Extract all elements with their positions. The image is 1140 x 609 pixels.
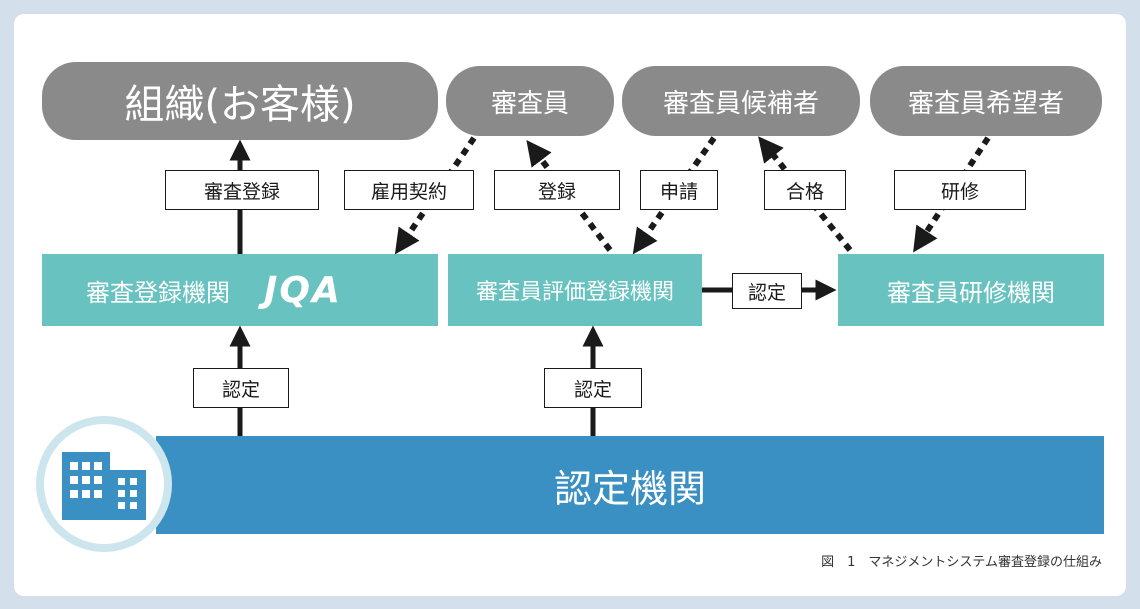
node-training-body: 審査員研修機関 — [838, 254, 1104, 326]
node-organization: 組織(お客様) — [42, 62, 438, 140]
jqa-logo: JQA — [264, 269, 342, 311]
arrow-employment-contract — [394, 136, 477, 255]
node-accreditation-body: 認定機関 — [156, 436, 1104, 534]
label-training: 研修 — [894, 170, 1026, 210]
label-pass: 合格 — [764, 170, 846, 210]
figure-caption: 図 1 マネジメントシステム審査登録の仕組み — [821, 555, 1102, 570]
node-registration-body: 審査登録機関 JQA — [42, 254, 438, 326]
node-auditor-candidate: 審査員候補者 — [622, 66, 860, 136]
label-certify-evaluation: 認定 — [544, 368, 642, 408]
label-certify-registration: 認定 — [193, 368, 289, 408]
node-auditor-applicant: 審査員希望者 — [870, 66, 1102, 136]
label-employment-contract: 雇用契約 — [344, 170, 474, 210]
building-icon — [36, 416, 172, 552]
node-auditor: 審査員 — [446, 66, 614, 136]
node-evaluation-body: 審査員評価登録機関 — [448, 254, 702, 326]
label-certify-training: 認定 — [732, 273, 802, 309]
label-application: 申請 — [640, 170, 718, 210]
arrow-registration — [526, 139, 613, 252]
registration-body-label: 審査登録機関 — [86, 278, 230, 307]
label-registration: 登録 — [494, 170, 620, 210]
label-audit-registration: 審査登録 — [165, 170, 319, 210]
arrow-application — [632, 136, 717, 255]
